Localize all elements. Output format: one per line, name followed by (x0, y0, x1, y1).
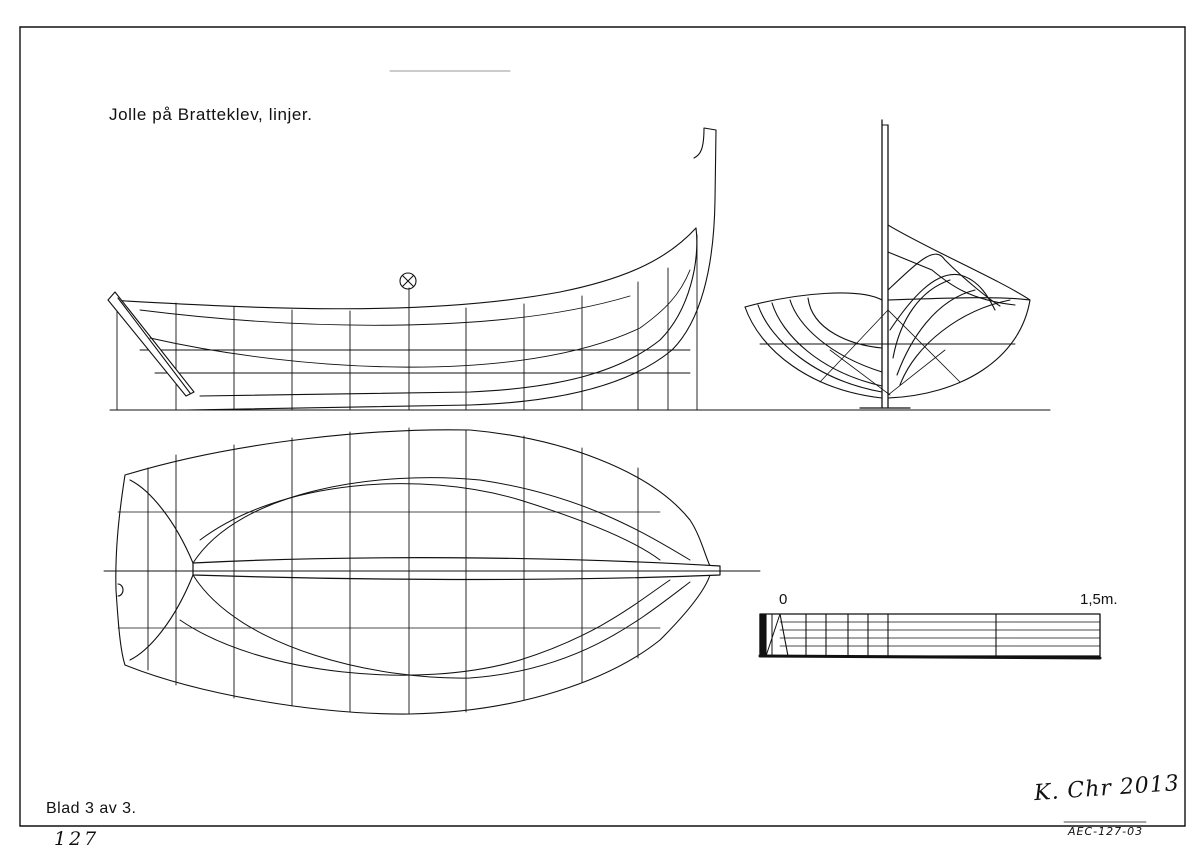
drawing-title: Jolle på Bratteklev, linjer. (109, 105, 313, 124)
profile-view (107, 127, 1051, 411)
sheet-frame (19, 26, 1186, 827)
midship-symbol (399, 272, 417, 290)
sheet-number: Blad 3 av 3. (46, 800, 137, 817)
scale-start-label: 0 (779, 591, 788, 608)
profile-stations (116, 234, 698, 411)
scale-bar (758, 613, 1102, 660)
plan-view (103, 427, 761, 715)
body-plan-view (744, 119, 1031, 409)
plan-stations (147, 427, 639, 715)
reference-code: AEC-127-03 (1068, 825, 1144, 838)
scale-end-label: 1,5m. (1080, 591, 1118, 608)
archive-number: 127 (54, 828, 100, 850)
profile-waterlines (139, 349, 691, 374)
